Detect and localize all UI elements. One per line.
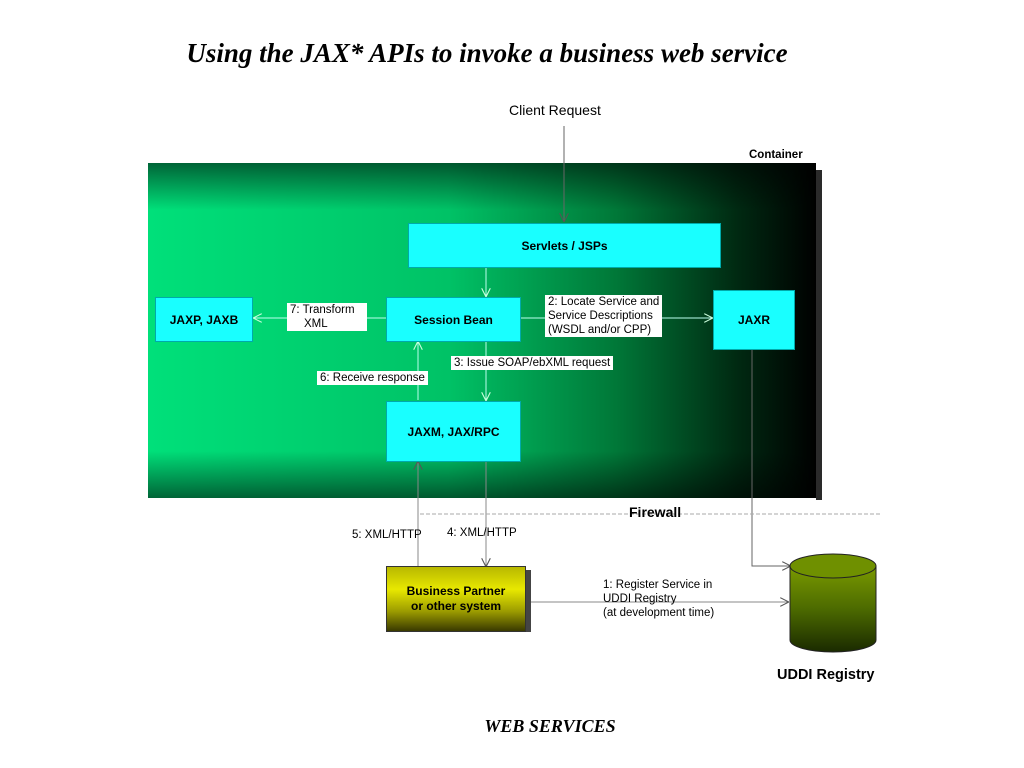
register-service-label: 1: Register Service in UDDI Registry (at… <box>603 579 715 619</box>
container-label: Container <box>749 149 803 161</box>
receive-response-label: 6: Receive response <box>317 371 428 385</box>
transform-xml-label: 7: Transform XML <box>287 303 367 331</box>
servlets-jsps-box: Servlets / JSPs <box>408 223 721 268</box>
partner-shadow <box>526 570 531 632</box>
container-shadow <box>816 170 822 500</box>
jaxr-box: JAXR <box>713 290 795 350</box>
client-request-label: Client Request <box>509 102 601 118</box>
jaxm-jaxrpc-box: JAXM, JAX/RPC <box>386 401 521 462</box>
jaxp-jaxb-box: JAXP, JAXB <box>155 297 253 342</box>
locate-service-label: 2: Locate Service and Service Descriptio… <box>545 295 663 337</box>
xml-http-5-label: 5: XML/HTTP <box>352 529 422 541</box>
xml-http-4-label: 4: XML/HTTP <box>447 527 517 539</box>
uddi-registry-cylinder <box>789 553 877 653</box>
jaxr-to-uddi-line <box>751 349 790 566</box>
business-partner-box: Business Partner or other system <box>386 566 526 632</box>
issue-request-label: 3: Issue SOAP/ebXML request <box>451 356 614 370</box>
page-title: Using the JAX* APIs to invoke a business… <box>186 38 788 68</box>
footer-text: WEB SERVICES <box>484 716 616 736</box>
uddi-registry-label: UDDI Registry <box>777 667 875 683</box>
firewall-label: Firewall <box>629 504 682 520</box>
session-bean-box: Session Bean <box>386 297 521 342</box>
